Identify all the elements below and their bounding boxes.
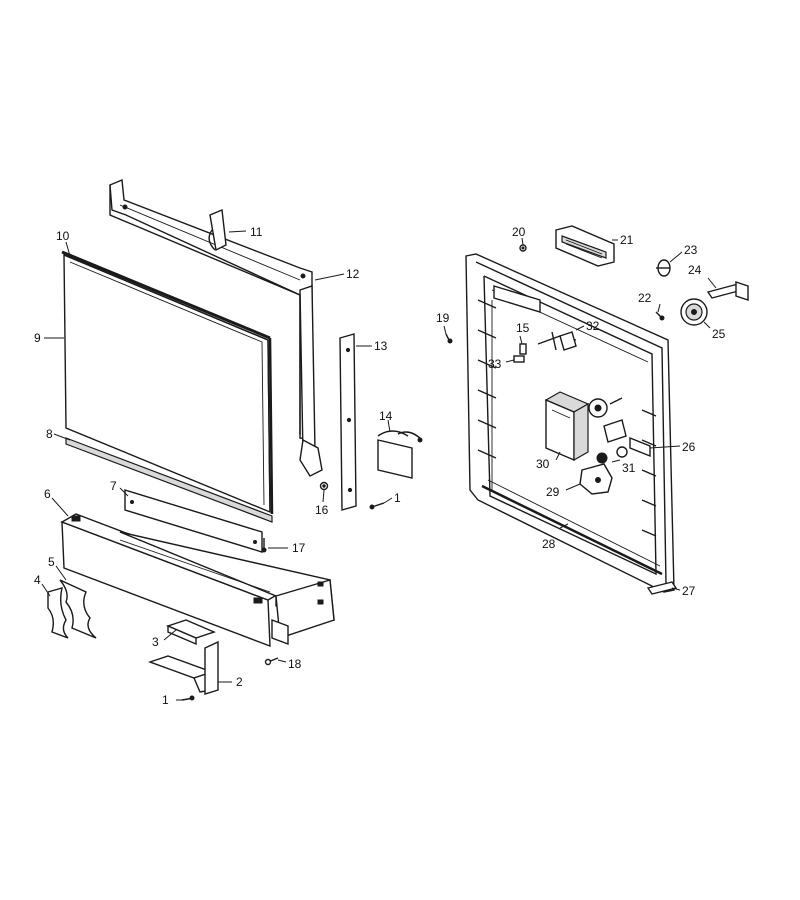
callout-18: 18 [288, 657, 302, 671]
part-24-pin [706, 281, 749, 301]
callout-22: 22 [638, 291, 652, 305]
callout-9: 9 [34, 331, 41, 345]
callout-12: 12 [346, 267, 360, 281]
part-33-fitting [513, 355, 525, 363]
part-15-fitting [519, 343, 527, 355]
part-5-insulation [59, 579, 97, 639]
callout-32: 32 [586, 319, 600, 333]
part-2-mounting-bracket [147, 640, 219, 695]
callout-11: 11 [250, 225, 263, 239]
callout-29: 29 [546, 485, 560, 499]
part-3-bracket [166, 619, 216, 646]
callout-7: 7 [110, 479, 117, 493]
part-6-toe-panel [60, 513, 335, 648]
part-32-actuator [537, 331, 577, 351]
part-27-corner-seal [646, 581, 678, 595]
part-7-inner-plate [124, 489, 263, 553]
callout-5: 5 [48, 555, 55, 569]
callout-14: 14 [379, 409, 393, 423]
callout-28: 28 [542, 537, 556, 551]
callout-17: 17 [292, 541, 306, 555]
callout-21: 21 [620, 233, 634, 247]
part-19-screw [445, 333, 453, 344]
part-29-latch [579, 452, 613, 495]
callout-1a: 1 [394, 491, 401, 505]
callout-15: 15 [516, 321, 530, 335]
part-23-knob [656, 259, 671, 277]
callout-23: 23 [684, 243, 698, 257]
frame-rungs [477, 299, 657, 537]
part-30-control-module [544, 391, 590, 462]
callout-1b: 1 [162, 693, 169, 707]
callout-16: 16 [315, 503, 329, 517]
callout-24: 24 [688, 263, 702, 277]
part-28-bottom-gasket [481, 479, 663, 576]
part-13-side-strip [339, 333, 357, 511]
part-11-hinge-clip [208, 208, 227, 252]
part-31-switch [588, 397, 628, 458]
callout-2: 2 [236, 675, 243, 689]
part-21-vent-cover [555, 225, 615, 267]
callout-19: 19 [436, 311, 450, 325]
callout-25: 25 [712, 327, 726, 341]
callout-8: 8 [46, 427, 53, 441]
callout-3: 3 [152, 635, 159, 649]
part-9-door-panel [63, 253, 271, 514]
callout-6: 6 [44, 487, 51, 501]
part-18-screw [264, 657, 279, 666]
part-20-screw [519, 244, 527, 252]
part-8-trim-strip [65, 437, 273, 523]
part-17-screw [261, 538, 267, 553]
part-1-screw-lower [181, 695, 195, 701]
part-16-screw [319, 481, 329, 491]
part-22-screw [655, 311, 665, 321]
callout-31: 31 [622, 461, 636, 475]
callout-20: 20 [512, 225, 526, 239]
callout-13: 13 [374, 339, 388, 353]
part-14-bracket [377, 430, 423, 479]
part-12-rear-panel [109, 178, 323, 477]
callout-27: 27 [682, 584, 696, 598]
callout-30: 30 [536, 457, 550, 471]
part-1-screw-upper [369, 502, 385, 510]
callout-labels: 11 12 13 14 16 1 10 9 8 7 6 17 5 4 3 2 1… [34, 225, 726, 707]
callout-4: 4 [34, 573, 41, 587]
callout-26: 26 [682, 440, 696, 454]
leader-lines [41, 230, 717, 701]
part-4-insulation [47, 586, 69, 639]
part-25-dispenser-cap [680, 298, 708, 326]
part-26-label-plate [629, 436, 651, 458]
part-10-gasket-edge [61, 250, 274, 515]
callout-33: 33 [488, 357, 502, 371]
callout-10: 10 [56, 229, 70, 243]
